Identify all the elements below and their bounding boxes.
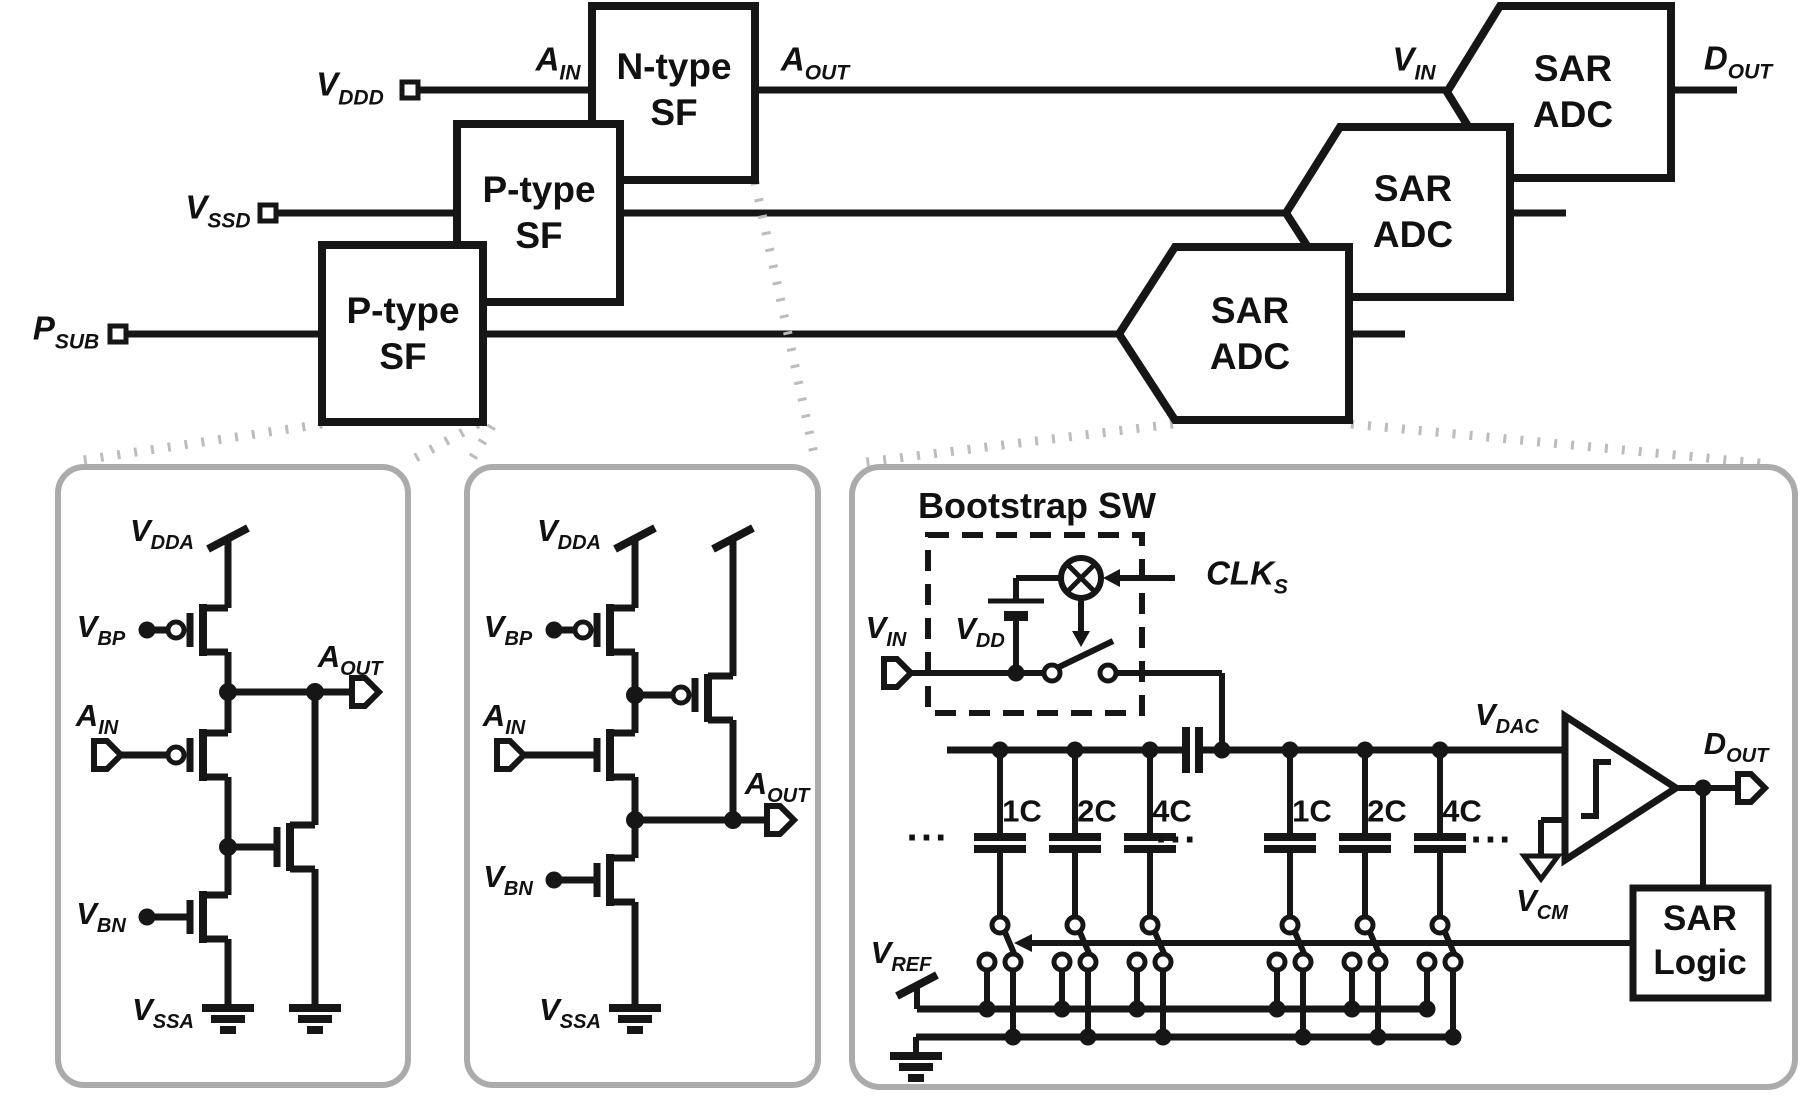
switch-contact (1041, 662, 1063, 684)
cap-unit (1124, 741, 1176, 1046)
signal-label-dout: DOUT (1703, 39, 1773, 84)
nmos-vbn (138, 891, 228, 943)
top-diagram-blocks (107, 1, 1675, 426)
switch-lever (1057, 638, 1115, 670)
down-arrowhead (1072, 631, 1090, 647)
vcm-terminal-icon (1519, 853, 1563, 884)
label-vssa: VSSA (539, 992, 601, 1033)
sar-adc-circuit (884, 532, 1772, 1078)
bootstrap-switch (884, 532, 1225, 750)
clk-arrowhead (1103, 569, 1120, 587)
label-aout: AOUT (744, 766, 810, 807)
ellipsis: ··· (1470, 818, 1514, 862)
port-square-psub (107, 323, 129, 345)
capacitor-array (974, 741, 1466, 1046)
block-p-type-sf-bot (318, 241, 487, 426)
port-label-psub: PSUB (32, 309, 100, 354)
nmos-ain (497, 729, 635, 781)
nmos-vbn (545, 854, 635, 906)
port-label-vddd: VDDD (316, 65, 384, 110)
ellipsis: ··· (906, 816, 950, 860)
signal-label-vin: VIN (1392, 40, 1436, 85)
reference-buses (890, 975, 1453, 1078)
zoom-link-lines (69, 181, 1771, 469)
sar-logic-box (1629, 884, 1772, 1002)
label-vcm: VCM (1516, 883, 1568, 924)
label-vbp: VBP (483, 609, 533, 650)
cap-unit (974, 741, 1026, 1046)
cap-unit (1264, 741, 1316, 1046)
label-vbp: VBP (76, 609, 126, 650)
port-square-vddd (399, 79, 421, 101)
n-type-sf-circuit (497, 528, 794, 1030)
label-vbn: VBN (483, 859, 533, 900)
label-vref: VREF (870, 935, 932, 976)
junction-dot (724, 811, 742, 829)
cap-unit (1049, 741, 1101, 1046)
cap-label-4c: 4C (1442, 793, 1482, 829)
port-label-vssd: VSSD (185, 188, 251, 233)
label-ain: AIN (482, 698, 526, 739)
pmos-ain (94, 729, 228, 781)
label-vdac: VDAC (1474, 697, 1540, 738)
cap-label-2c: 2C (1367, 793, 1407, 829)
pmos-output-branch (635, 672, 737, 820)
label-aout: AOUT (317, 639, 383, 680)
cap-label-1c: 1C (1002, 793, 1042, 829)
top-diagram-wires (126, 86, 1737, 338)
label-vdda: VDDA (129, 513, 195, 554)
pmos-vbp (138, 604, 228, 656)
label-vdd: VDD (955, 611, 1005, 652)
p-type-sf-circuit (94, 528, 379, 1030)
cap-label-1c: 1C (1292, 793, 1332, 829)
bootstrap-dashed-box (925, 532, 1145, 716)
label-ain: AIN (75, 698, 119, 739)
pmos-vbp (545, 604, 635, 656)
block-sar-adc-3 (1114, 243, 1353, 424)
bootstrap-sw-title: Bootstrap SW (918, 485, 1156, 526)
cap-label-4c: 4C (1152, 793, 1192, 829)
label-vin: VIN (865, 610, 907, 651)
control-arrowhead (1014, 934, 1032, 952)
ellipsis: ··· (1155, 818, 1199, 862)
label-clks: CLKS (1206, 554, 1288, 599)
signal-label-ain: AIN (535, 40, 581, 85)
label-vbn: VBN (76, 896, 126, 937)
signal-label-aout: AOUT (780, 40, 850, 85)
switch-contact (1097, 662, 1119, 684)
latch-clock-icon (1581, 759, 1611, 819)
comparator (1519, 709, 1765, 888)
label-dout: DOUT (1703, 726, 1769, 767)
panel-p-type-sf (55, 464, 411, 1088)
nmos-output-branch (228, 692, 319, 1008)
port-square-vssd (257, 202, 279, 224)
label-vssa: VSSA (132, 992, 194, 1033)
cap-label-2c: 2C (1077, 793, 1117, 829)
panel-sar-adc (849, 464, 1798, 1090)
sar-control-line (1014, 934, 1633, 952)
cap-unit (1414, 741, 1466, 1046)
label-vdda: VDDA (536, 513, 602, 554)
detail-panels (55, 464, 1798, 1090)
